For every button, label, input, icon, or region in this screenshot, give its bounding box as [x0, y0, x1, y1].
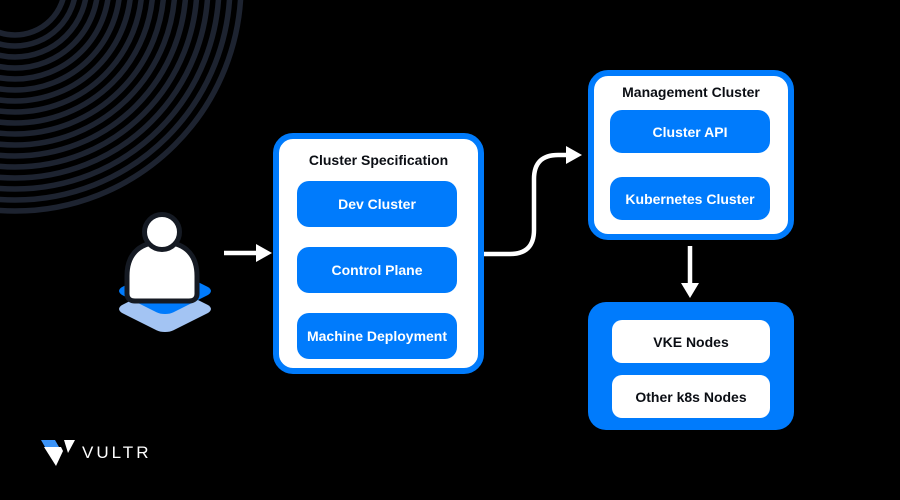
arrow-spec-to-management [481, 146, 582, 257]
arrowhead-right-icon [566, 146, 582, 164]
user-head-shape [142, 212, 182, 252]
node-dev-cluster: Dev Cluster [297, 181, 457, 227]
arrow-user-to-spec [224, 244, 272, 262]
node-kubernetes-cluster: Kubernetes Cluster [610, 177, 770, 220]
node-other-k8s-nodes: Other k8s Nodes [612, 375, 770, 418]
user-layers-icon [119, 212, 211, 332]
arrowhead-down-icon [681, 283, 699, 298]
node-machine-deployment: Machine Deployment [297, 313, 457, 359]
concentric-arcs-decoration [0, 0, 244, 214]
worker-nodes-panel: VKE Nodes Other k8s Nodes [588, 302, 794, 430]
cluster-specification-title: Cluster Specification [308, 152, 449, 168]
node-vke-nodes: VKE Nodes [612, 320, 770, 363]
node-cluster-api: Cluster API [610, 110, 770, 153]
node-control-plane: Control Plane [297, 247, 457, 293]
management-cluster-panel: Management Cluster Cluster API Kubernete… [588, 70, 794, 240]
arrowhead-right-icon [256, 244, 272, 262]
management-cluster-title: Management Cluster [622, 84, 760, 100]
arrow-management-to-nodes [681, 246, 699, 298]
vultr-logo-text: VULTR [82, 443, 152, 462]
user-body-shape [124, 239, 200, 304]
cluster-specification-panel: Cluster Specification Dev Cluster Contro… [273, 133, 484, 374]
vultr-logo-icon [41, 440, 75, 466]
